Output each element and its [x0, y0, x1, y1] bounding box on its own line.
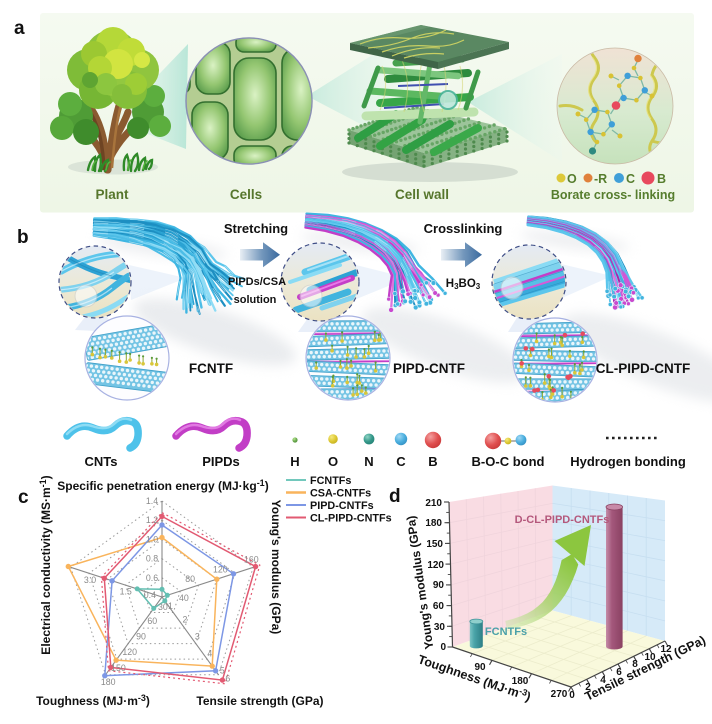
svg-text:Young's modulus (GPa): Young's modulus (GPa)	[269, 500, 283, 635]
svg-text:FCNTF: FCNTF	[189, 361, 233, 376]
svg-text:FCNTFs: FCNTFs	[310, 475, 351, 487]
svg-text:Stretching: Stretching	[224, 221, 288, 236]
svg-text:Specific penetration energy (M: Specific penetration energy (MJ·kg-1)	[57, 478, 268, 493]
svg-text:150: 150	[426, 539, 443, 550]
svg-text:5: 5	[220, 666, 225, 676]
svg-text:270: 270	[551, 689, 568, 700]
svg-text:-R: -R	[594, 172, 607, 186]
svg-text:CL-PIPD-CNTF: CL-PIPD-CNTF	[596, 361, 691, 376]
svg-text:120: 120	[122, 647, 137, 657]
svg-text:1.5: 1.5	[120, 587, 132, 597]
svg-text:60: 60	[433, 601, 445, 612]
svg-text:2: 2	[182, 614, 187, 624]
svg-text:CL-PIPD-CNTFs: CL-PIPD-CNTFs	[310, 513, 392, 525]
svg-text:Crosslinking: Crosslinking	[424, 221, 503, 236]
svg-text:H3BO3: H3BO3	[446, 278, 481, 291]
svg-text:6: 6	[225, 673, 230, 683]
svg-text:D-CL-PIPD-CNTFs: D-CL-PIPD-CNTFs	[515, 514, 610, 526]
svg-text:2: 2	[585, 682, 591, 693]
svg-text:4: 4	[600, 675, 606, 686]
svg-text:120: 120	[213, 564, 228, 574]
svg-text:0.8: 0.8	[146, 554, 158, 564]
svg-text:d: d	[389, 486, 401, 507]
svg-text:8: 8	[632, 659, 638, 670]
svg-text:1.2: 1.2	[146, 515, 158, 525]
svg-text:C: C	[626, 172, 635, 186]
svg-text:FCNTFs: FCNTFs	[485, 626, 527, 638]
svg-text:O: O	[567, 172, 577, 186]
svg-text:Electrical conductivity (MS·m-: Electrical conductivity (MS·m-1)	[38, 475, 53, 654]
svg-text:Toughness (MJ·m-3): Toughness (MJ·m-3)	[36, 693, 150, 708]
svg-text:b: b	[17, 227, 29, 248]
svg-text:Cells: Cells	[230, 187, 262, 202]
svg-text:90: 90	[433, 580, 445, 591]
svg-text:c: c	[18, 487, 29, 508]
svg-text:180: 180	[425, 518, 442, 529]
svg-text:B-O-C bond: B-O-C bond	[472, 454, 545, 469]
svg-text:CSA-CNTFs: CSA-CNTFs	[310, 488, 371, 500]
svg-text:160: 160	[244, 554, 259, 564]
svg-text:0: 0	[440, 642, 446, 653]
svg-text:210: 210	[425, 498, 442, 509]
svg-text:O: O	[328, 454, 338, 469]
svg-text:Plant: Plant	[95, 187, 129, 202]
svg-text:40: 40	[179, 593, 189, 603]
svg-text:B: B	[428, 454, 437, 469]
svg-text:90: 90	[136, 632, 146, 642]
svg-text:PIPD-CNTF: PIPD-CNTF	[393, 361, 465, 376]
svg-text:1: 1	[168, 601, 173, 611]
svg-text:0.4: 0.4	[144, 590, 156, 600]
svg-text:120: 120	[427, 560, 444, 571]
svg-text:3.0: 3.0	[84, 575, 96, 585]
svg-text:180: 180	[512, 676, 529, 687]
svg-text:H: H	[290, 454, 299, 469]
svg-text:N: N	[364, 454, 373, 469]
svg-text:Cell wall: Cell wall	[395, 187, 449, 202]
svg-text:6: 6	[616, 667, 622, 678]
svg-text:0.6: 0.6	[146, 573, 158, 583]
svg-text:B: B	[657, 172, 666, 186]
svg-text:Tensile strength (GPa): Tensile strength (GPa)	[196, 694, 323, 708]
svg-text:a: a	[14, 18, 25, 39]
svg-text:Hydrogen bonding: Hydrogen bonding	[570, 454, 686, 469]
svg-text:180: 180	[101, 677, 116, 687]
svg-text:0: 0	[569, 690, 575, 701]
svg-text:solution: solution	[234, 294, 277, 306]
svg-text:10: 10	[644, 652, 656, 663]
svg-text:1.4: 1.4	[146, 496, 158, 506]
svg-text:3: 3	[195, 631, 200, 641]
svg-text:C: C	[396, 454, 406, 469]
svg-text:90: 90	[474, 662, 486, 673]
svg-text:CNTs: CNTs	[85, 454, 118, 469]
svg-text:Young's modulus (GPa): Young's modulus (GPa)	[404, 515, 437, 650]
svg-text:60: 60	[147, 616, 157, 626]
svg-text:150: 150	[111, 663, 126, 673]
svg-text:Borate cross- linking: Borate cross- linking	[551, 188, 675, 202]
svg-text:80: 80	[185, 574, 195, 584]
svg-text:PIPDs: PIPDs	[202, 454, 240, 469]
svg-text:30: 30	[158, 602, 168, 612]
svg-text:12: 12	[660, 644, 672, 655]
svg-text:PIPD-CNTFs: PIPD-CNTFs	[310, 500, 374, 512]
svg-text:1.0: 1.0	[146, 534, 158, 544]
svg-text:30: 30	[434, 622, 446, 633]
svg-text:4: 4	[207, 649, 212, 659]
svg-text:PIPDs/CSA: PIPDs/CSA	[228, 276, 286, 288]
